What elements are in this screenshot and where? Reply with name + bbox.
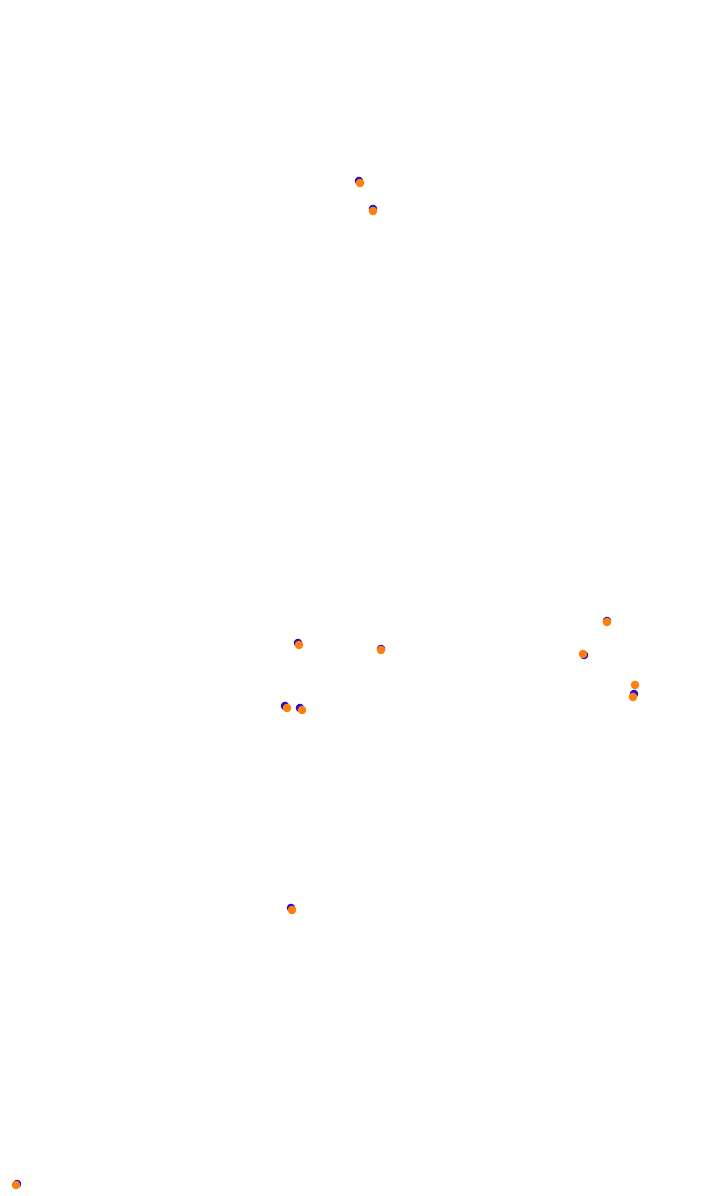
- series-2-point-8: [630, 680, 640, 690]
- series-2-point-2: [287, 905, 297, 915]
- series-2: [11, 178, 640, 1190]
- series-2-point-3: [282, 703, 292, 713]
- series-2-point-4: [297, 705, 307, 715]
- series-2-point-1: [11, 1180, 21, 1190]
- series-2-point-12: [355, 178, 365, 188]
- series-2-point-6: [376, 645, 386, 655]
- series-2-point-10: [602, 617, 612, 627]
- series-2-point-7: [628, 692, 638, 702]
- series-2-point-11: [368, 206, 378, 216]
- series-2-point-9: [578, 649, 588, 659]
- series-2-point-5: [294, 640, 304, 650]
- series-layer: [11, 176, 640, 1190]
